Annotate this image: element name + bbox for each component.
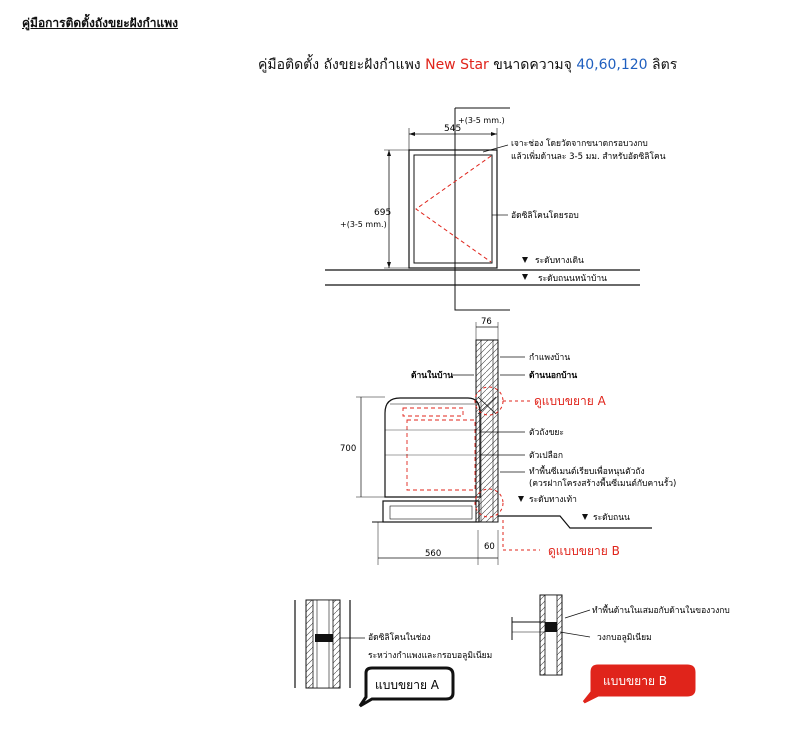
detail-b-view: ทำพื้นด้านในเสมอกับด้านในของวงกบ วงกบอลู… (511, 594, 730, 704)
level-road2-marker (582, 514, 588, 520)
page-header-title: คู่มือการติดตั้งถังขยะฝังกำแพง (22, 16, 179, 30)
main-title-middle: ขนาดความจุ (493, 57, 572, 73)
note-cut-line2: แล้วเพิ่มด้านละ 3-5 มม. สำหรับอัดซิลิโคน (511, 150, 666, 162)
level-foot-marker (518, 496, 524, 502)
wall-label: กำแพงบ้าน (529, 352, 570, 363)
level-road2-label: ระดับถนน (593, 513, 630, 523)
section-cut-line (454, 108, 510, 311)
level-road-label: ระดับถนนหน้าบ้าน (538, 273, 607, 284)
main-title: คู่มือติดตั้ง ถังขยะฝังกำแพง New Star ขน… (258, 54, 677, 76)
shell-label: ตัวเปลือก (529, 450, 563, 461)
main-title-brand: New Star (425, 57, 489, 73)
house-wall (475, 339, 499, 523)
note-silicone: อัดซิลิโคนโดยรอบ (511, 210, 579, 221)
base-note-line2: (ควรฝากโครงสร้างพื้นซีเมนต์กับคานรั้ว) (529, 477, 676, 489)
detail-a-badge-text: แบบขยาย A (375, 678, 440, 692)
wall-dim-label: 76 (481, 317, 492, 327)
front-view: 545 +(3-5 mm.) 695 +(3-5 mm.) เจาะช่อง โ… (325, 107, 666, 311)
outside-label: ด้านนอกบ้าน (529, 370, 577, 381)
main-title-prefix: คู่มือติดตั้ง ถังขยะฝังกำแพง (258, 57, 421, 73)
width-tol-label: +(3-5 mm.) (458, 116, 505, 125)
width-dim-label: 545 (444, 124, 461, 134)
note-cut-line1: เจาะช่อง โดยวัดจากขนาดกรอบวงกบ (511, 138, 648, 149)
height-tol-label: +(3-5 mm.) (340, 220, 387, 229)
detail-a-view: อัดซิลิโคนในช่อง ระหว่างกำแพงและกรอบอลูม… (294, 599, 492, 708)
detail-b-frame (545, 622, 557, 632)
detail-a-note2: ระหว่างกำแพงและกรอบอลูมิเนียม (368, 650, 492, 661)
detail-b-circle (474, 488, 504, 518)
door-frame-outer (408, 149, 498, 269)
bin-body (384, 397, 481, 498)
detail-a-label: ดูแบบขยาย A (534, 394, 607, 409)
detail-b-badge-text: แบบขยาย B (603, 674, 667, 688)
detail-b-badge (582, 664, 696, 704)
inside-label: ด้านในบ้าน (411, 370, 453, 381)
detail-a-silicone (315, 634, 333, 642)
bin-label: ตัวถังขยะ (529, 428, 564, 438)
dim-560-label: 560 (425, 549, 441, 559)
level-walk-marker (522, 257, 528, 263)
door-frame-inner (413, 154, 493, 264)
level-foot-label: ระดับทางเท้า (529, 494, 577, 505)
section-height-label: 700 (340, 444, 356, 454)
detail-b-note1: ทำพื้นด้านในเสมอกับด้านในของวงกบ (592, 604, 730, 616)
base-note-line1: ทำพื้นซีเมนต์เรียบเพื่อหนุนตัวถัง (529, 465, 645, 477)
main-title-suffix: ลิตร (652, 57, 678, 73)
level-road-marker (522, 274, 528, 280)
detail-a-note1: อัดซิลิโคนในช่อง (368, 632, 431, 643)
height-dim-label: 695 (374, 208, 391, 218)
detail-b-note2: วงกบอลูมิเนียม (597, 632, 652, 643)
detail-a-badge (358, 666, 455, 708)
door-swing-guide (415, 155, 492, 263)
level-walk-label: ระดับทางเดิน (535, 256, 584, 266)
detail-b-label: ดูแบบขยาย B (548, 544, 620, 559)
main-title-sizes: 40,60,120 (576, 57, 648, 73)
section-view: 76 700 560 60 กำแพงบ้าน (340, 317, 676, 565)
section-ground-line (498, 515, 652, 529)
bin-lid-guide (402, 407, 464, 417)
dim-60-label: 60 (484, 542, 495, 552)
